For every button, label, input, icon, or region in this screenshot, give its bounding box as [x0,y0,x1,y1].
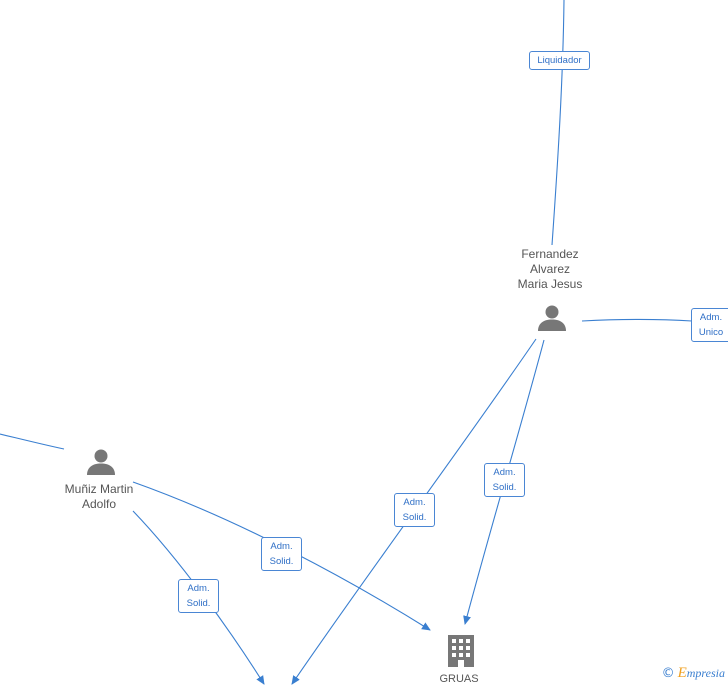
node-name-line: Fernandez [521,247,579,261]
node-label-fernandez[interactable]: Fernandez Alvarez Maria Jesus [500,247,600,292]
edge-label-line: Solid. [492,482,517,493]
edge-label-line: Adm. [403,497,426,508]
edge-label-muniz-bottom[interactable]: Adm. Solid. [178,579,219,613]
node-name-line: Muñiz Martin [64,482,134,496]
node-name-line: Adolfo [81,497,117,511]
edge-label-line: Adm. [187,583,210,594]
edge-label-line: Adm. [270,541,293,552]
edge-label-line: Adm. [493,467,516,478]
person-icon[interactable] [537,304,567,332]
edge-label-line: Solid. [186,598,211,609]
node-name-line: Alvarez [529,262,570,276]
edge-label-line: Adm. [699,312,723,323]
edge-label-fernandez-gruas[interactable]: Adm. Solid. [484,463,525,497]
node-label-gruas[interactable]: GRUAS [439,673,479,685]
edge-label-liquidador[interactable]: Liquidador [529,51,590,70]
edge-label-line: Unico [698,327,724,338]
brand-initial: E [677,665,687,681]
edge-label-line: Solid. [402,512,427,523]
edge-label-adm-unico[interactable]: Adm. Unico [691,308,728,342]
building-icon[interactable] [446,633,476,669]
edge-label-muniz-gruas[interactable]: Adm. Solid. [261,537,302,571]
edge-label-fernandez-bottom[interactable]: Adm. Solid. [394,493,435,527]
node-label-muniz[interactable]: Muñiz Martin Adolfo [48,482,150,512]
edge-label-line: Solid. [269,556,294,567]
edge-liquidador-line [551,0,565,246]
edge-left-to-muniz-line [0,433,65,450]
person-icon[interactable] [86,448,116,476]
node-name-line: Maria Jesus [517,277,583,291]
copyright-symbol: © [661,666,675,681]
edge-adm-unico-line [581,318,693,322]
brand-name: mpresia [686,666,725,680]
empresia-watermark: © Empresia [662,665,725,682]
